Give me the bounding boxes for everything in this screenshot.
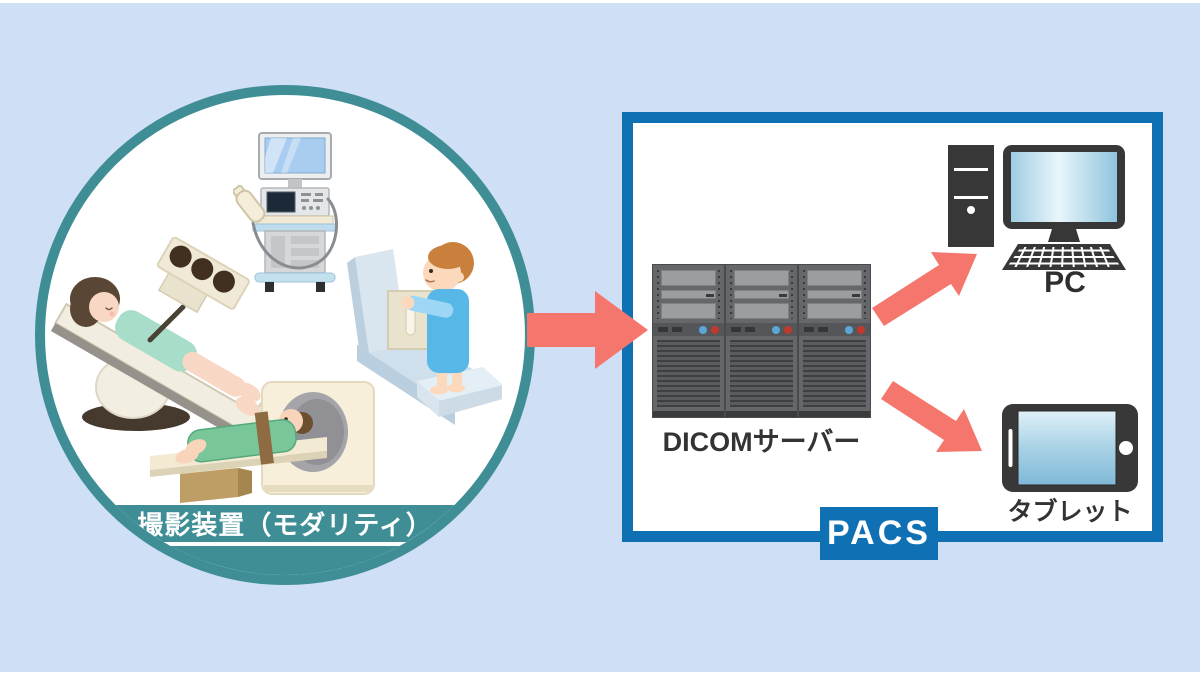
modality-banner-underline: [45, 542, 525, 546]
led-red: [857, 325, 865, 334]
modality-circle: 撮影装置（モダリティ）: [35, 85, 535, 585]
led-blue: [699, 325, 707, 334]
chest-xray-stand-icon: [347, 242, 502, 425]
modality-banner-label: 撮影装置（モダリティ）: [137, 510, 433, 540]
led-blue: [845, 325, 853, 334]
tablet-icon: [1002, 404, 1138, 492]
pc-icon: [948, 145, 1126, 270]
pacs-badge-label: PACS: [827, 514, 931, 552]
ultrasound-machine-icon: [233, 132, 339, 292]
pacs-badge: PACS: [820, 507, 938, 560]
ct-scanner-icon: [150, 381, 375, 503]
dicom-server-label: DICOMサーバー: [662, 427, 861, 457]
dicom-server-icon: [652, 264, 871, 418]
modality-banner-footer: [45, 546, 525, 575]
led-red: [711, 325, 719, 334]
server-tower: [725, 264, 798, 418]
modality-banner: 撮影装置（モダリティ）: [45, 505, 525, 542]
server-tower: [652, 264, 725, 418]
pc-label: PC: [1044, 266, 1086, 299]
tablet-label: タブレット: [1007, 498, 1133, 526]
led-blue: [772, 325, 780, 334]
led-red: [784, 325, 792, 334]
server-tower: [798, 264, 871, 418]
